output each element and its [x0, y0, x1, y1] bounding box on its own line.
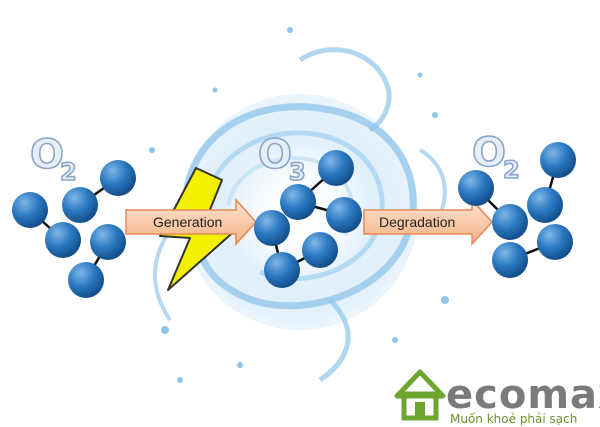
ecomax-logo: ecomax Muốn khoẻ phải sạch	[394, 369, 600, 426]
oxygen-atom	[254, 210, 290, 246]
svg-text:2: 2	[503, 156, 520, 184]
oxygen-atom	[492, 242, 528, 278]
generation-label: Generation	[153, 214, 222, 230]
molecule-o2-left	[12, 160, 136, 298]
brand-name: ecomax	[446, 372, 600, 418]
oxygen-atom	[302, 232, 338, 268]
oxygen-atom	[12, 192, 48, 228]
svg-text:O: O	[258, 132, 292, 178]
degradation-arrow: Degradation	[363, 198, 494, 246]
oxygen-atom	[100, 160, 136, 196]
svg-text:O: O	[30, 132, 64, 178]
oxygen-atom	[45, 222, 81, 258]
oxygen-atom	[280, 184, 316, 220]
oxygen-atom	[458, 170, 494, 206]
degradation-label: Degradation	[379, 214, 455, 230]
oxygen-atom	[62, 187, 98, 223]
molecule-o2-right	[458, 142, 576, 278]
formula-o2-right: O 2	[471, 129, 520, 185]
oxygen-atom	[90, 224, 126, 260]
oxygen-atom	[492, 204, 528, 240]
oxygen-atom	[527, 187, 563, 223]
generation-arrow: Generation	[125, 198, 258, 246]
formula-o2-left: O 2	[29, 131, 77, 187]
svg-text:O: O	[472, 130, 506, 176]
oxygen-atom	[318, 150, 354, 186]
molecule-o3-middle	[254, 150, 362, 288]
oxygen-atom	[540, 142, 576, 178]
oxygen-atom	[264, 252, 300, 288]
svg-text:2: 2	[60, 158, 77, 186]
oxygen-atom	[326, 197, 362, 233]
formula-o3-middle: O 3	[257, 131, 306, 187]
oxygen-atom	[68, 262, 104, 298]
brand-tagline: Muốn khoẻ phải sạch	[450, 412, 577, 426]
house-logo-icon	[394, 369, 446, 421]
oxygen-atom	[537, 224, 573, 260]
svg-text:3: 3	[289, 158, 306, 186]
